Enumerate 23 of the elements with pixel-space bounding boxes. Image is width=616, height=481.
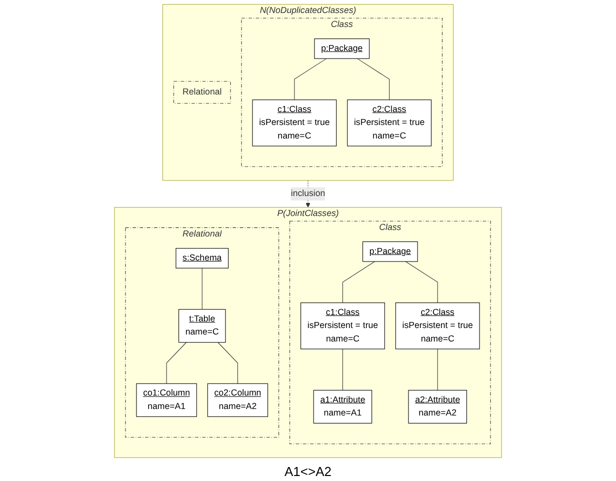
connector <box>437 348 438 390</box>
edge-label: inclusion <box>290 188 326 198</box>
node-box: t:Table name=C <box>178 309 226 343</box>
node-box: co2:Column name=A2 <box>207 383 268 417</box>
node-box: a2:Attribute name=A2 <box>408 390 467 424</box>
connector <box>356 58 390 100</box>
node-box: c2:Class isPersistent = true name=C <box>395 302 480 350</box>
connector <box>342 261 376 304</box>
connector <box>342 348 343 390</box>
node-box: p:Package <box>362 241 418 262</box>
connector <box>405 261 438 304</box>
node-box: c1:Class isPersistent = true name=C <box>300 302 385 350</box>
node-box: a1:Attribute name=A1 <box>313 390 372 424</box>
node-box: Relational <box>173 81 231 104</box>
node-box: co1:Column name=A1 <box>136 383 197 417</box>
connector <box>166 342 187 384</box>
connector <box>218 342 238 384</box>
connector <box>294 58 327 100</box>
node-box: s:Schema <box>176 248 229 268</box>
node-box: c1:Class isPersistent = true name=C <box>252 100 337 146</box>
node-box: c2:Class isPersistent = true name=C <box>347 100 432 146</box>
node-box: p:Package <box>314 38 370 59</box>
constraint-note: A1<>A2 <box>284 464 332 479</box>
